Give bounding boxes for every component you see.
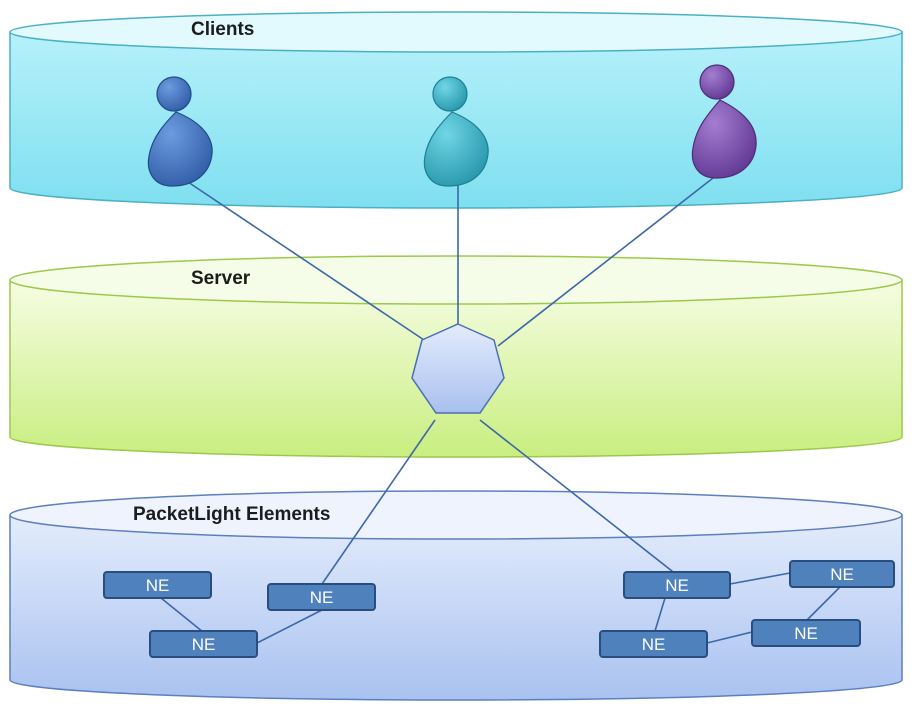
ne-box[interactable]: NE (267, 583, 376, 611)
clients-label: Clients (191, 19, 254, 40)
elements-label: PacketLight Elements (133, 504, 330, 525)
ne-label: NE (642, 635, 666, 654)
link-ne7-ne6 (706, 631, 753, 644)
link-ne3-ne2 (256, 609, 323, 644)
person-body (691, 99, 757, 179)
link-server-ne2 (321, 419, 436, 585)
server-cylinder-top (9, 255, 903, 305)
link-ne4-ne6 (654, 597, 666, 632)
ne-label: NE (794, 624, 818, 643)
link-ne4-ne5 (729, 572, 791, 585)
person-body (147, 111, 213, 187)
link-ne1-ne3 (160, 597, 204, 633)
ne-box[interactable]: NE (599, 630, 708, 658)
link-client-purple-server (497, 177, 714, 347)
ne-box[interactable]: NE (789, 560, 895, 588)
elements-cylinder-body (9, 514, 903, 701)
link-server-ne4 (479, 419, 678, 576)
ne-label: NE (146, 576, 170, 595)
client-teal-icon[interactable] (423, 76, 489, 187)
connections (160, 177, 841, 644)
link-ne5-ne7 (806, 586, 841, 621)
client-blue-icon[interactable] (147, 76, 213, 187)
person-head (699, 64, 735, 100)
ne-box[interactable]: NE (103, 571, 212, 599)
ne-box[interactable]: NE (149, 630, 258, 658)
ne-box[interactable]: NE (751, 619, 861, 647)
server-label: Server (191, 268, 251, 289)
server-node-icon[interactable] (411, 323, 505, 414)
person-head (156, 76, 192, 112)
elements-cylinder-top (9, 490, 903, 540)
ne-box[interactable]: NE (623, 571, 731, 599)
person-head (432, 76, 468, 112)
ne-label: NE (830, 565, 854, 584)
person-body (423, 111, 489, 187)
client-purple-icon[interactable] (691, 64, 757, 179)
ne-label: NE (310, 588, 334, 607)
clients-cylinder-top (9, 11, 903, 53)
link-client-blue-server (181, 177, 434, 347)
ne-label: NE (665, 576, 689, 595)
ne-label: NE (192, 635, 216, 654)
